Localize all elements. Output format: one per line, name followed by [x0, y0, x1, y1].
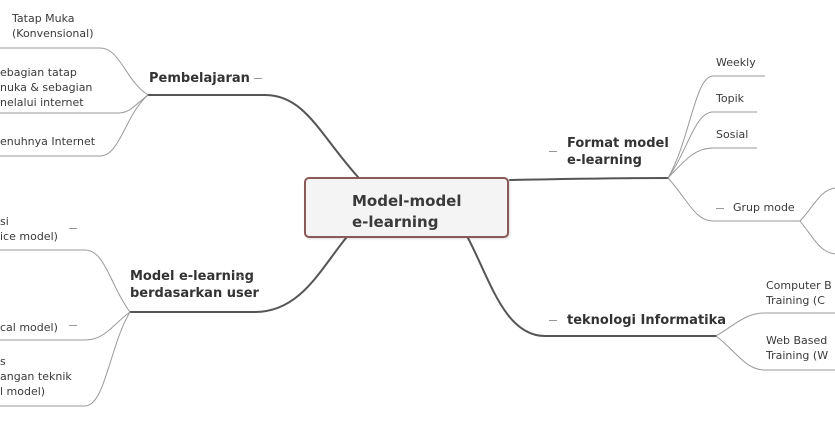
subtopic-cbt[interactable]: Computer B Training (C [766, 279, 832, 307]
subtopic-weekly[interactable]: Weekly [716, 56, 756, 69]
collapse-user-2-icon[interactable] [69, 325, 77, 326]
topic-pembelajaran[interactable]: Pembelajaran [149, 71, 250, 86]
connector-pembelajaran [147, 94, 359, 178]
subtopic-user-3[interactable]: s angan teknik l model) [0, 355, 72, 398]
collapse-user-icon[interactable] [236, 276, 244, 277]
connector-grup-mode [667, 177, 800, 222]
topic-format-model[interactable]: Format model e-learning [567, 136, 669, 168]
connector-user [129, 237, 347, 313]
collapse-user-1-icon[interactable] [69, 228, 77, 229]
subtopic-sepenuhnya[interactable]: enuhnya Internet [0, 135, 96, 148]
subtopic-grup-mode[interactable]: Grup mode [733, 201, 795, 214]
subtopic-user-2[interactable]: cal model) [0, 321, 58, 334]
subtopic-user-1[interactable]: si ice model) [0, 215, 58, 243]
connector-cbt [715, 312, 835, 337]
collapse-format-icon[interactable] [549, 151, 557, 152]
connector-grup-sub2 [799, 220, 835, 255]
topic-teknologi[interactable]: teknologi Informatika [567, 313, 727, 328]
connector-format [509, 177, 669, 181]
collapse-pembelajaran-icon[interactable] [254, 78, 262, 79]
connector-teknologi [467, 237, 717, 337]
connector-grup-sub1 [799, 187, 835, 222]
connector-sosial [667, 147, 757, 179]
subtopic-topik[interactable]: Topik [716, 92, 744, 105]
subtopic-wbt[interactable]: Web Based Training (W [766, 334, 829, 362]
collapse-teknologi-icon[interactable] [549, 320, 557, 321]
central-topic-label: Model-model e-learning [352, 192, 462, 231]
collapse-grup-mode-icon[interactable] [716, 208, 724, 209]
connector-weekly [667, 75, 765, 179]
connector-user-2 [0, 311, 131, 341]
connector-tatap-muka [0, 47, 149, 96]
topic-model-user[interactable]: Model e-learning berdasarkan user [130, 269, 259, 301]
central-topic[interactable]: Model-model e-learning [304, 177, 509, 238]
subtopic-tatap-muka[interactable]: Tatap Muka (Konvensional) [12, 12, 94, 40]
connector-topik [667, 111, 757, 179]
connector-sepenuhnya [0, 94, 149, 157]
subtopic-sebagian[interactable]: ebagian tatap nuka & sebagian nelalui in… [0, 66, 93, 109]
connector-user-3 [0, 311, 131, 407]
subtopic-sosial[interactable]: Sosial [716, 128, 749, 141]
connector-wbt [715, 335, 835, 371]
connector-user-1 [0, 249, 131, 313]
